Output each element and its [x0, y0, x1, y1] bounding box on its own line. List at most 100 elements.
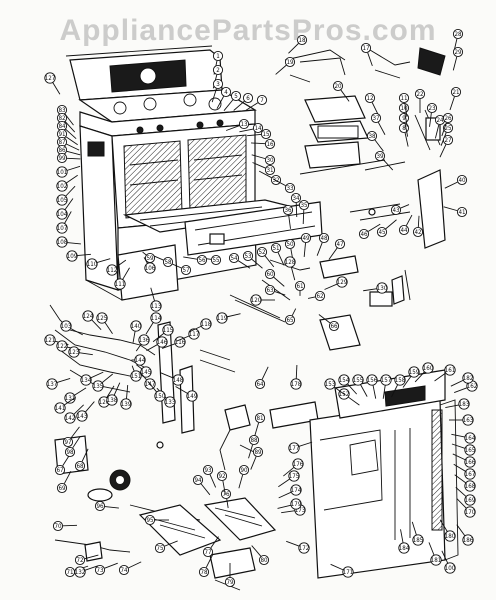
callout-leader — [84, 554, 99, 560]
callout-176: 176 — [283, 458, 304, 477]
callout-leader — [455, 487, 467, 498]
callout-number: 131 — [65, 395, 76, 402]
callout-105: 105 — [56, 185, 76, 206]
callout-circle — [154, 390, 166, 402]
callout-number: 158 — [395, 377, 406, 384]
callout-40: 40 — [444, 174, 468, 189]
callout-leader — [122, 267, 130, 280]
callout-39: 39 — [374, 150, 394, 171]
callout-circle — [44, 334, 56, 346]
callout-number: 27 — [444, 137, 452, 144]
callout-number: 56 — [198, 257, 206, 264]
callout-leader — [73, 387, 87, 396]
callout-108: 108 — [56, 236, 81, 248]
callout-number: 34 — [292, 195, 300, 202]
callout-leader — [65, 174, 78, 184]
callout-leader — [252, 162, 266, 169]
callout-leader — [72, 435, 81, 449]
callout-number: 96 — [96, 503, 104, 510]
callout-circle — [144, 514, 156, 526]
callout-number: 112 — [107, 267, 118, 274]
callout-184: 184 — [398, 529, 410, 554]
callout-circle — [358, 228, 370, 240]
callout-27: 27 — [439, 134, 454, 158]
callout-number: 18 — [298, 37, 306, 44]
callout-136: 136 — [135, 334, 150, 352]
callout-circle — [370, 112, 382, 124]
callout-circle — [250, 294, 262, 306]
callout-180: 180 — [439, 519, 456, 542]
callout-179: 179 — [277, 498, 302, 510]
callout-104: 104 — [56, 198, 74, 220]
callout-circle — [174, 336, 186, 348]
callout-leader — [454, 474, 467, 484]
callout-91: 91 — [56, 128, 78, 146]
callout-circle — [186, 390, 198, 402]
callout-circle — [264, 268, 276, 280]
callout-186: 186 — [456, 524, 474, 546]
callout-leader — [456, 498, 467, 509]
callout-number: 33 — [286, 185, 294, 192]
callout-129: 129 — [324, 276, 348, 290]
callout-leader — [360, 384, 368, 397]
callout-circle — [172, 374, 184, 386]
callout-164: 164 — [451, 432, 476, 444]
callout-116: 116 — [161, 336, 186, 349]
callout-number: 29 — [454, 49, 462, 56]
callout-circle — [256, 94, 268, 106]
callout-131: 131 — [64, 387, 87, 404]
callout-168: 168 — [454, 474, 476, 492]
callout-number: 6 — [246, 95, 250, 102]
callout-leader — [247, 134, 262, 137]
callout-number: 118 — [201, 321, 212, 328]
callout-leader — [115, 259, 127, 268]
callout-161: 161 — [434, 364, 456, 382]
callout-leader — [150, 287, 156, 302]
callout-76: 76 — [220, 488, 232, 509]
callout-56: 56 — [183, 254, 208, 266]
callout-number: 36 — [284, 207, 292, 214]
callout-leader — [146, 344, 158, 352]
callout-number: 97 — [64, 439, 72, 446]
callout-number: 70 — [54, 523, 62, 530]
callout-number: 185 — [413, 537, 424, 544]
callout-33: 33 — [273, 178, 296, 194]
callout-leader — [402, 375, 412, 388]
callout-80: 80 — [251, 545, 270, 566]
callout-leader — [417, 215, 420, 228]
callout-circle — [464, 480, 476, 492]
callout-leader — [145, 322, 154, 335]
callout-circle — [94, 500, 106, 512]
callout-number: 156 — [367, 377, 378, 384]
callout-number: 171 — [343, 569, 354, 576]
callout-leader — [382, 384, 386, 399]
callout-leader — [333, 386, 346, 396]
callout-number: 53 — [244, 253, 252, 260]
callout-number: 103 — [61, 323, 72, 330]
callout-circle — [270, 174, 282, 186]
callout-circle — [162, 324, 174, 336]
callout-31: 31 — [252, 162, 276, 176]
callout-128: 128 — [284, 256, 296, 281]
callout-number: 22 — [416, 91, 423, 98]
callout-leader — [153, 255, 164, 261]
callout-number: 59 — [146, 255, 154, 262]
callout-leader — [70, 426, 80, 439]
callout-number: 154 — [339, 377, 350, 384]
callout-leader — [434, 124, 440, 139]
callout-circle — [252, 446, 264, 458]
callout-number: 166 — [465, 459, 476, 466]
callout-79: 79 — [224, 563, 236, 588]
callout-leader — [84, 401, 95, 413]
callout-number: 75 — [156, 545, 164, 552]
callout-circle — [426, 102, 438, 114]
callout-number: 146 — [157, 339, 168, 346]
callout-78: 78 — [198, 554, 213, 578]
callout-leader — [183, 256, 198, 260]
callout-circle — [264, 284, 276, 296]
callout-84: 84 — [56, 120, 77, 140]
callout-leader — [128, 561, 142, 569]
callout-leader — [66, 242, 81, 245]
callout-number: 151 — [131, 373, 142, 380]
callout-leader — [52, 82, 61, 95]
